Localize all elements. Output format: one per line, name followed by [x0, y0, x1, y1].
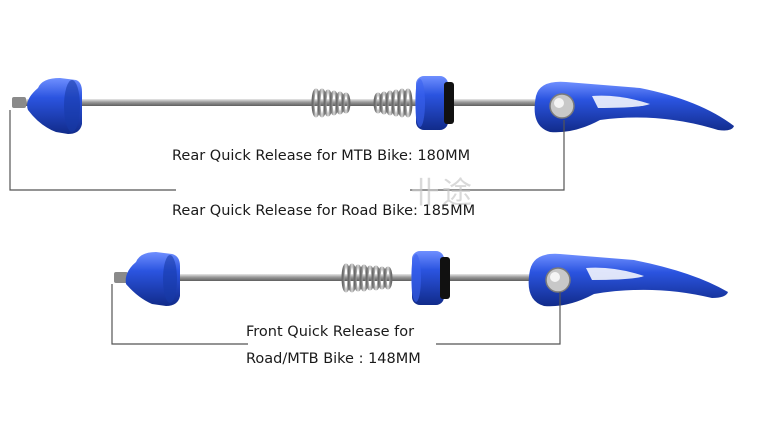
rear-skewer-rod: [14, 99, 554, 106]
front-quick-release: [114, 251, 728, 307]
rear-quick-release: [12, 76, 734, 134]
front-lever: [528, 253, 728, 307]
rear-mtb-length-label: Rear Quick Release for MTB Bike: 180MM: [172, 148, 471, 164]
rear-lever: [534, 81, 734, 133]
front-spring: [341, 263, 393, 293]
rear-dimension-lines: [9, 110, 565, 191]
front-length-label-line2: Road/MTB Bike : 148MM: [246, 351, 421, 367]
rear-spring-right: [373, 88, 413, 118]
rear-road-length-label: Rear Quick Release for Road Bike: 185MM: [172, 203, 476, 219]
front-cam-body: [411, 251, 450, 305]
front-skewer-rod: [118, 274, 548, 281]
rear-spring-left: [311, 88, 351, 118]
front-dimension-lines: [111, 284, 561, 345]
front-length-label-line1: Front Quick Release for: [246, 324, 415, 340]
watermark: 卝途: [410, 176, 474, 211]
rear-cam-body: [415, 76, 454, 130]
